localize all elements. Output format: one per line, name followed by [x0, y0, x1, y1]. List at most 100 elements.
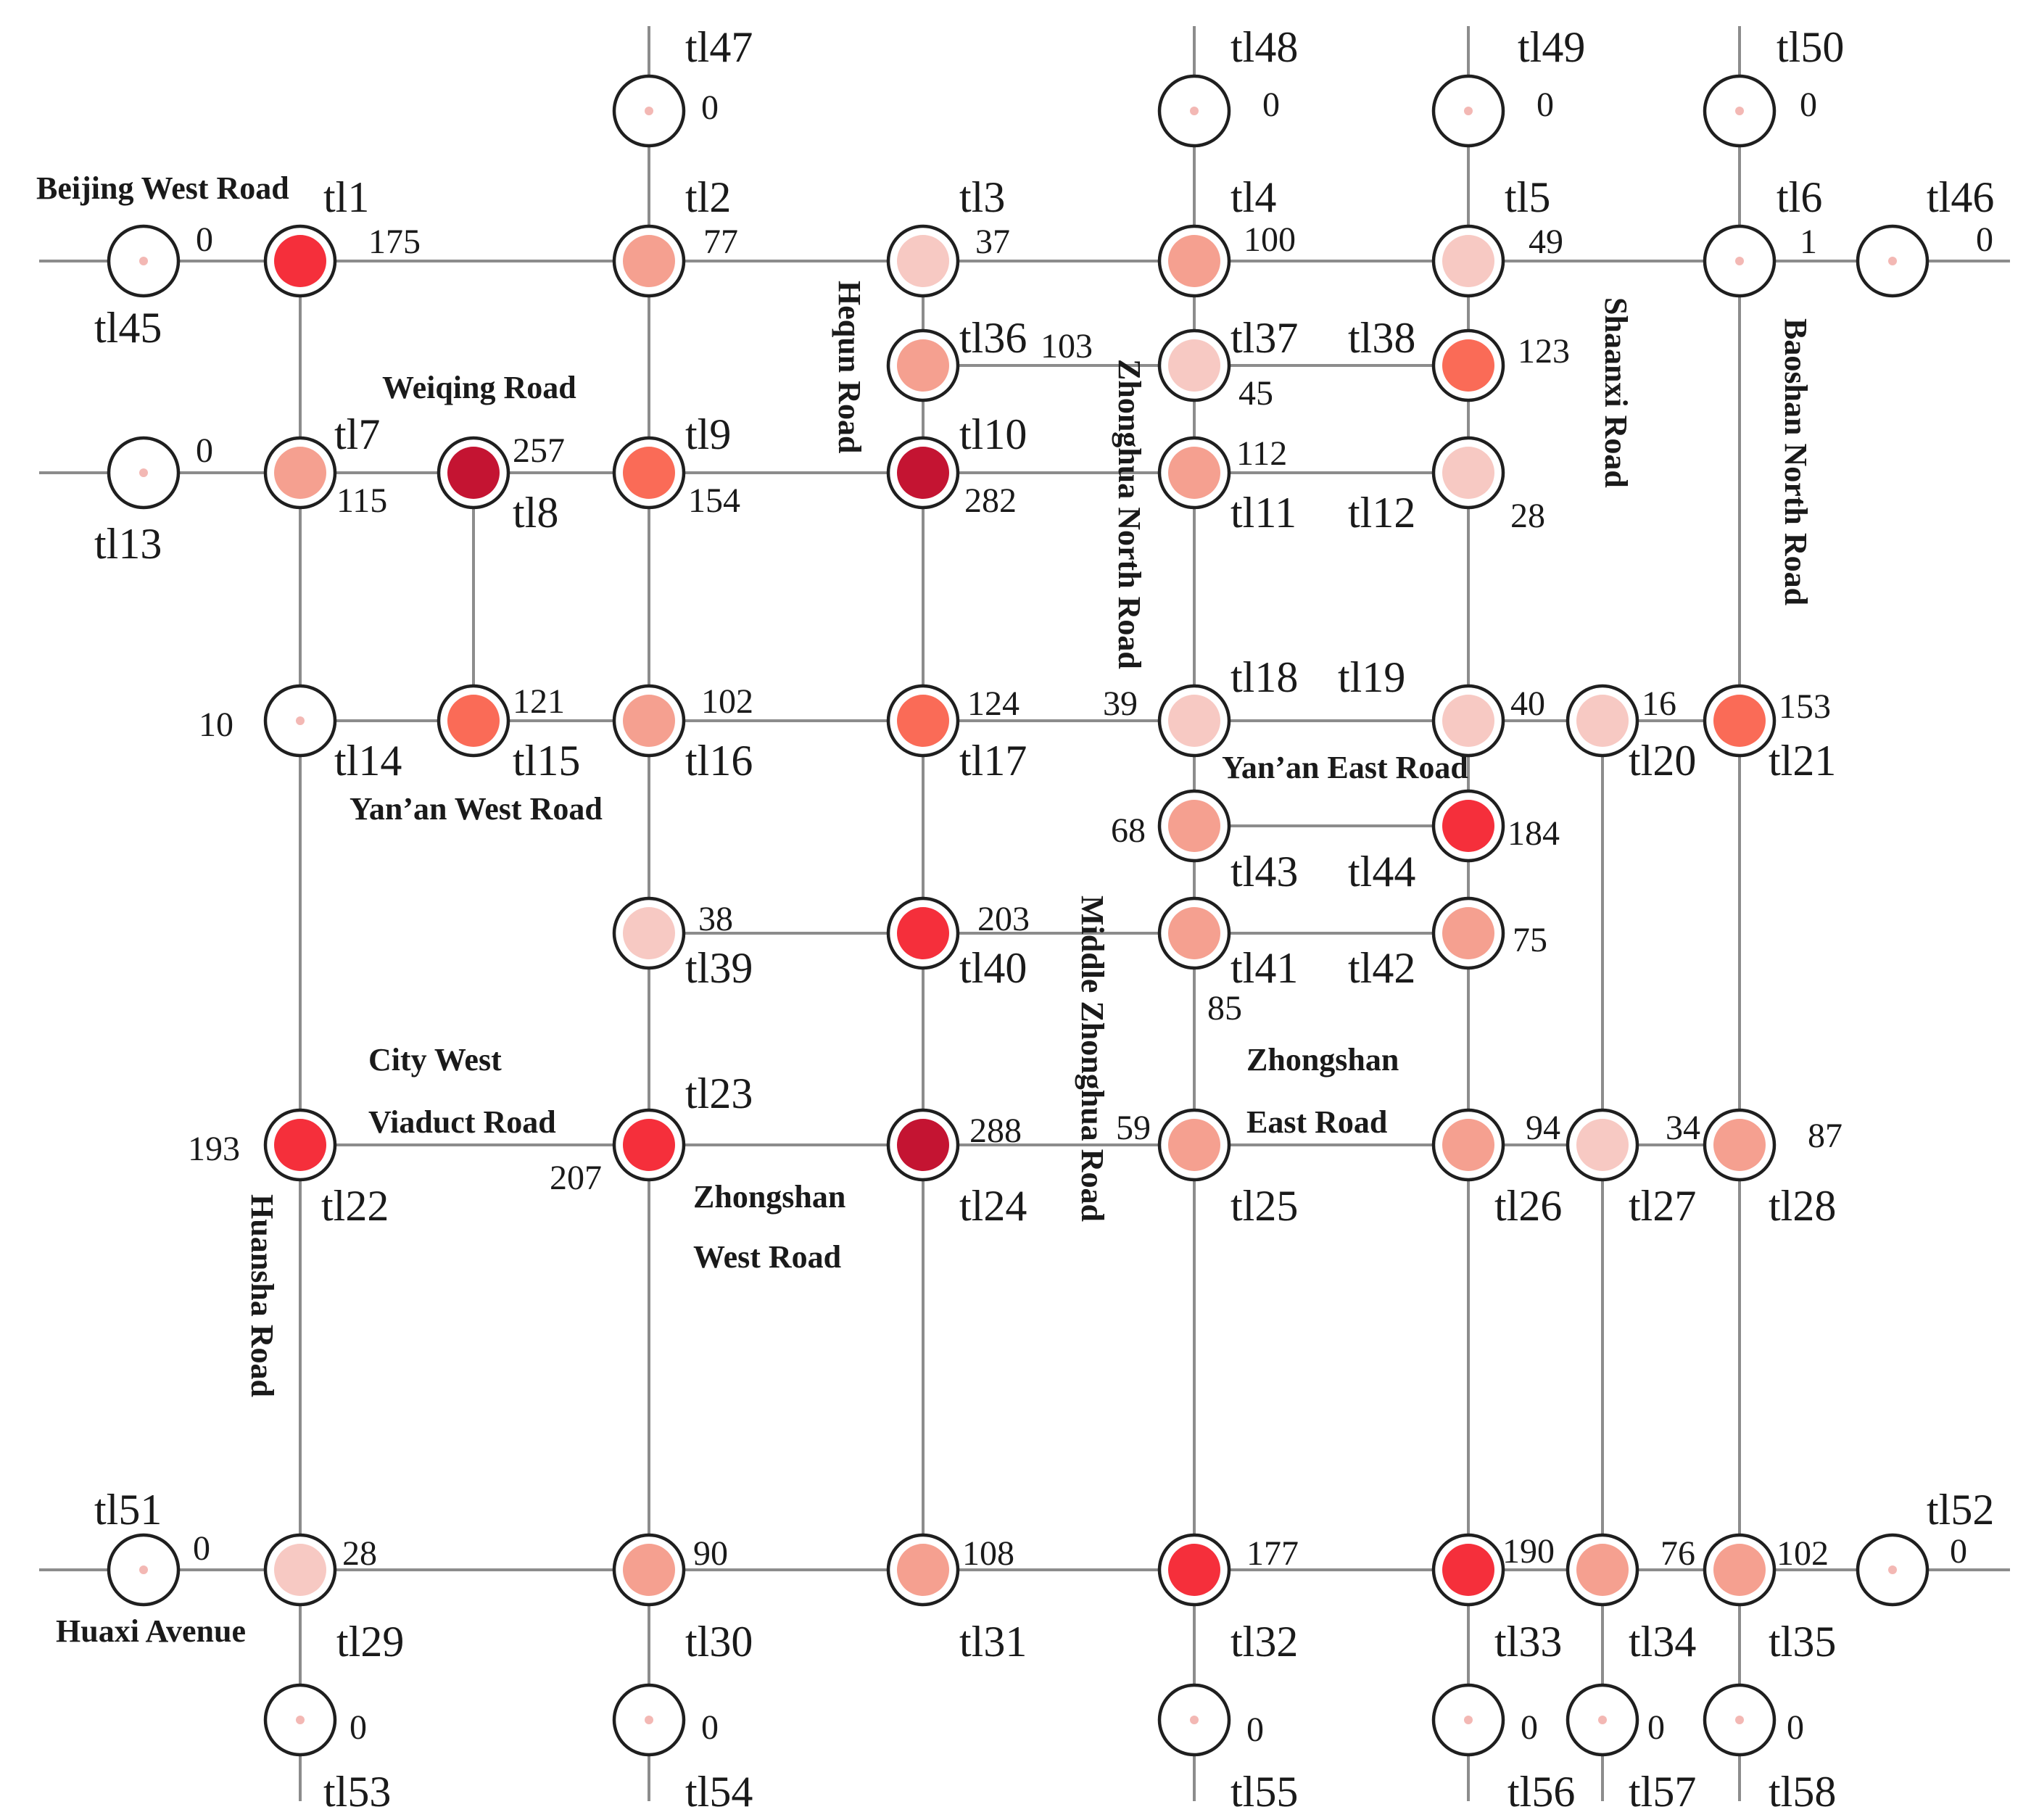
road-label-baoshan-north-road: Baoshan North Road: [1778, 318, 1813, 605]
node-id-label: tl20: [1629, 737, 1696, 785]
heat-fill: [447, 447, 500, 499]
node-id-label: tl19: [1338, 653, 1405, 701]
heat-fill: [1713, 1544, 1766, 1596]
node-id-label: tl25: [1231, 1182, 1298, 1230]
node-id-label: tl10: [959, 410, 1027, 458]
node-value-label: 16: [1642, 684, 1676, 723]
node-value-label: 0: [1647, 1708, 1665, 1747]
node-id-label: tl34: [1629, 1618, 1696, 1666]
node-id-label: tl49: [1518, 23, 1585, 71]
node-tl56: [1431, 1683, 1505, 1757]
heat-fill: [645, 107, 653, 115]
node-tl54: [612, 1683, 686, 1757]
node-value-label: 0: [1787, 1708, 1804, 1747]
node-value-label: 207: [550, 1159, 602, 1197]
heat-fill: [897, 339, 949, 392]
node-tl48: [1157, 74, 1231, 148]
heat-fill: [1442, 907, 1494, 959]
node-id-label: tl42: [1348, 944, 1415, 992]
road-label-middle-zhonghua-road: Middle Zhonghua Road: [1075, 895, 1110, 1222]
heat-fill: [1442, 447, 1494, 499]
node-tl12: [1431, 436, 1505, 510]
node-value-label: 257: [513, 431, 565, 470]
node-value-label: 203: [977, 900, 1030, 938]
node-tl18: [1157, 684, 1231, 758]
node-id-label: tl46: [1927, 173, 1994, 221]
node-id-label: tl40: [959, 944, 1027, 992]
node-value-label: 85: [1207, 989, 1242, 1027]
node-value-label: 68: [1111, 811, 1146, 850]
node-id-label: tl27: [1629, 1182, 1696, 1230]
node-value-label: 288: [969, 1112, 1022, 1150]
node-tl29: [263, 1533, 337, 1607]
road-label-city-west: City West: [368, 1042, 502, 1077]
heat-fill: [1442, 1544, 1494, 1596]
heat-fill: [1168, 447, 1220, 499]
node-tl1: [263, 224, 337, 298]
heat-fill: [897, 1119, 949, 1171]
node-id-label: tl17: [959, 737, 1027, 785]
heat-fill: [623, 1544, 675, 1596]
node-id-label: tl51: [94, 1486, 162, 1534]
node-tl55: [1157, 1683, 1231, 1757]
node-id-label: tl23: [685, 1070, 753, 1117]
node-value-label: 103: [1041, 327, 1093, 365]
road-label-yan-an-west-road: Yan’an West Road: [350, 791, 603, 827]
node-value-label: 76: [1660, 1534, 1695, 1573]
node-id-label: tl48: [1231, 23, 1298, 71]
node-id-label: tl3: [959, 173, 1005, 221]
node-tl6: [1703, 224, 1777, 298]
node-value-label: 90: [693, 1534, 728, 1573]
node-tl9: [612, 436, 686, 510]
node-id-label: tl52: [1927, 1486, 1994, 1534]
node-value-label: 0: [1950, 1532, 1967, 1571]
node-value-label: 28: [1510, 497, 1545, 535]
node-id-label: tl30: [685, 1618, 753, 1666]
road-label-huansha-road: Huansha Road: [244, 1194, 280, 1397]
node-id-label: tl6: [1777, 173, 1822, 221]
node-value-label: 0: [701, 1708, 719, 1747]
heat-fill: [447, 695, 500, 747]
heat-fill: [274, 235, 326, 287]
heat-fill: [1735, 1716, 1744, 1724]
node-value-label: 0: [1262, 86, 1280, 124]
node-value-label: 115: [336, 481, 387, 520]
node-id-label: tl39: [685, 944, 753, 992]
node-tl23: [612, 1108, 686, 1182]
heat-fill: [897, 235, 949, 287]
node-tl11: [1157, 436, 1231, 510]
heat-fill: [1442, 695, 1494, 747]
road-label-east-road: East Road: [1246, 1104, 1387, 1140]
heat-fill: [623, 695, 675, 747]
node-tl2: [612, 224, 686, 298]
node-id-label: tl36: [959, 314, 1027, 362]
node-value-label: 1: [1800, 223, 1817, 261]
node-tl28: [1703, 1108, 1777, 1182]
road-label-west-road: West Road: [693, 1239, 841, 1275]
node-value-label: 0: [1800, 86, 1817, 124]
heat-fill: [1576, 695, 1629, 747]
node-value-label: 124: [967, 684, 1020, 723]
heat-fill: [1888, 1565, 1897, 1574]
node-tl43: [1157, 789, 1231, 863]
node-id-label: tl22: [321, 1182, 389, 1230]
heat-fill: [1442, 235, 1494, 287]
node-value-label: 193: [188, 1130, 240, 1168]
node-value-label: 45: [1238, 374, 1273, 413]
heat-fill: [1576, 1544, 1629, 1596]
node-tl50: [1703, 74, 1777, 148]
node-tl42: [1431, 896, 1505, 970]
heat-fill: [623, 1119, 675, 1171]
node-id-label: tl13: [94, 520, 162, 568]
node-value-label: 112: [1236, 434, 1287, 473]
node-value-label: 108: [962, 1534, 1014, 1573]
node-id-label: tl15: [513, 737, 580, 785]
node-tl58: [1703, 1683, 1777, 1757]
node-tl57: [1566, 1683, 1639, 1757]
node-value-label: 0: [1521, 1708, 1538, 1747]
node-id-label: tl14: [334, 737, 402, 785]
node-tl46: [1856, 224, 1930, 298]
heat-fill: [1168, 1119, 1220, 1171]
node-id-label: tl54: [685, 1768, 753, 1816]
